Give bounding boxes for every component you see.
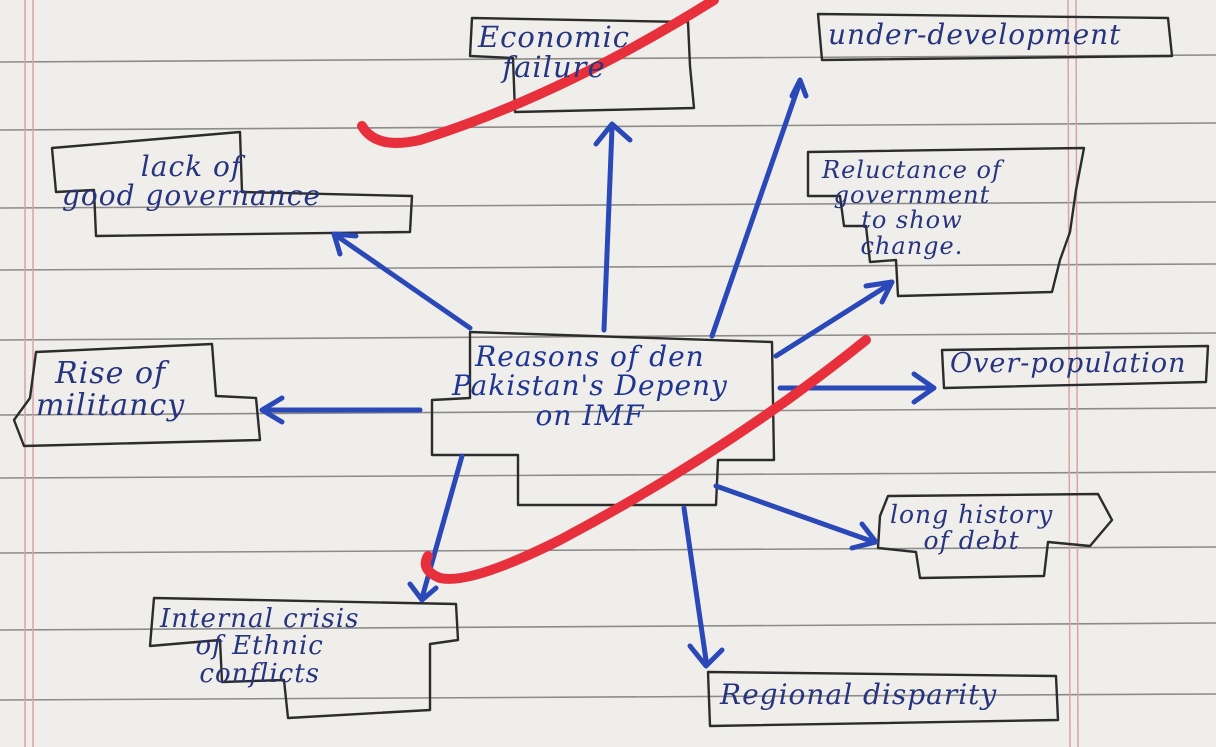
box-regional-disparity bbox=[706, 670, 1060, 728]
label-internal-crisis: Internal crisis of Ethnic conflicts bbox=[160, 604, 360, 689]
arrow-lack-governance bbox=[331, 231, 473, 331]
box-over-population bbox=[940, 344, 1210, 390]
arrow-rise-militancy bbox=[259, 395, 423, 425]
arrow-reluctance bbox=[773, 279, 895, 359]
label-long-history: long history of debt bbox=[890, 500, 1054, 556]
center-box bbox=[430, 330, 776, 507]
arrow-long-history bbox=[713, 483, 879, 551]
label-reluctance: Reluctance of government to show change. bbox=[822, 156, 1002, 260]
red-mark-center bbox=[420, 335, 871, 584]
box-long-history bbox=[876, 492, 1114, 580]
margin-lines bbox=[24, 0, 1079, 747]
box-economic-failure bbox=[468, 16, 696, 114]
center-label: Reasons of den Pakistan's Depeny on IMF bbox=[452, 340, 728, 432]
box-reluctance bbox=[806, 146, 1086, 298]
label-lack-governance: lack of good governance bbox=[62, 150, 322, 213]
arrow-economic-failure bbox=[593, 121, 633, 333]
label-regional-disparity: Regional disparity bbox=[720, 678, 998, 711]
box-internal-crisis bbox=[148, 596, 460, 720]
arrow-regional-disparity bbox=[681, 505, 725, 669]
box-rise-militancy bbox=[12, 342, 262, 448]
red-mark-top bbox=[357, 0, 719, 148]
label-under-development: under-development bbox=[828, 18, 1122, 51]
box-lack-governance bbox=[50, 130, 414, 238]
label-rise-militancy: Rise of militancy bbox=[36, 356, 186, 423]
label-over-population: Over-population bbox=[950, 348, 1187, 379]
label-economic-failure: Economic failure bbox=[478, 20, 631, 85]
box-under-development bbox=[816, 12, 1174, 62]
arrow-under-development bbox=[709, 77, 809, 339]
